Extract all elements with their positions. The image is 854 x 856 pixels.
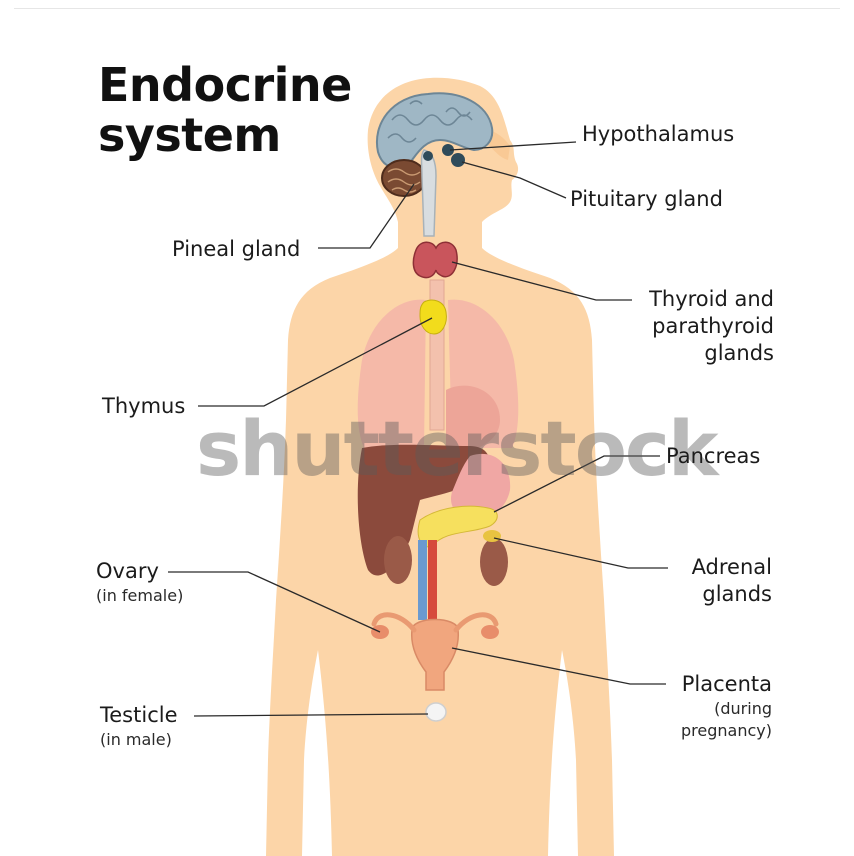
vena-cava [418, 540, 427, 620]
page-title: Endocrine system [98, 60, 352, 160]
label-placenta-sub-2: pregnancy) [614, 720, 772, 742]
aorta [428, 540, 437, 620]
spinal-cord [422, 150, 437, 236]
pituitary-gland [451, 153, 465, 167]
label-testicle-main: Testicle [100, 702, 178, 729]
testicle [426, 703, 446, 721]
label-pituitary: Pituitary gland [570, 186, 723, 213]
label-ovary-main: Ovary [96, 558, 183, 585]
label-adrenal: Adrenal glands [614, 554, 772, 608]
adrenal-gland [483, 530, 501, 542]
label-thyroid-line-1: Thyroid and [614, 286, 774, 313]
label-testicle: Testicle (in male) [100, 702, 178, 751]
label-thyroid-line-3: glands [614, 340, 774, 367]
right-ovary [481, 625, 499, 639]
thyroid [413, 242, 457, 277]
label-adrenal-line-1: Adrenal [614, 554, 772, 581]
watermark: shutterstock [196, 404, 717, 493]
pineal-gland [423, 151, 433, 161]
label-ovary-sub: (in female) [96, 585, 183, 607]
label-placenta-main: Placenta [614, 671, 772, 698]
label-hypothalamus: Hypothalamus [582, 121, 734, 148]
label-thymus: Thymus [102, 393, 185, 420]
label-adrenal-line-2: glands [614, 581, 772, 608]
label-pineal: Pineal gland [172, 236, 300, 263]
label-placenta: Placenta (during pregnancy) [614, 671, 772, 742]
label-ovary: Ovary (in female) [96, 558, 183, 607]
left-kidney [384, 536, 412, 584]
right-kidney [480, 538, 508, 586]
label-placenta-sub-1: (during [614, 698, 772, 720]
label-testicle-sub: (in male) [100, 729, 178, 751]
label-thyroid-line-2: parathyroid [614, 313, 774, 340]
label-thyroid: Thyroid and parathyroid glands [614, 286, 774, 367]
title-line-2: system [98, 110, 352, 160]
label-pancreas: Pancreas [666, 443, 760, 470]
title-line-1: Endocrine [98, 60, 352, 110]
thymus [420, 300, 446, 334]
